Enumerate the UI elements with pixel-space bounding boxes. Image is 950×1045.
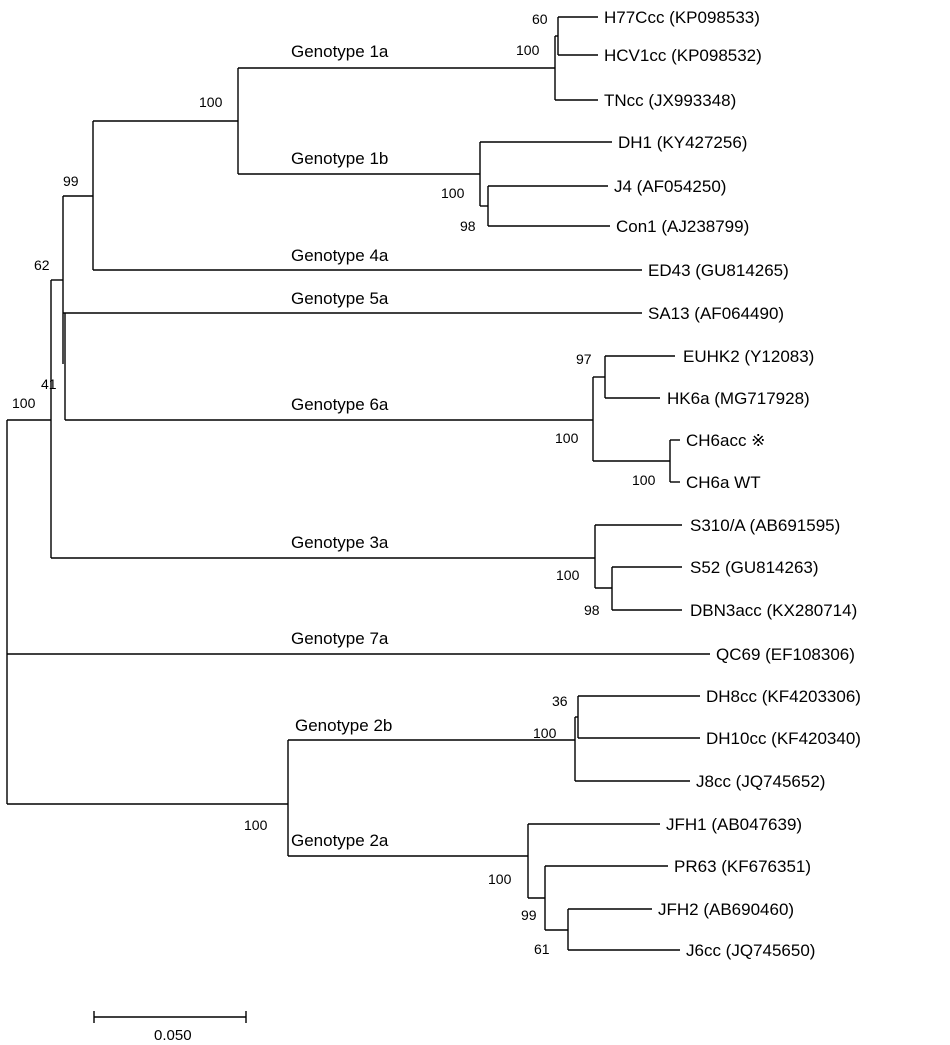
tip-label: DH1 (KY427256) [618, 133, 747, 152]
scale-bar: 0.050 [93, 1011, 247, 1044]
bootstrap-value: 98 [460, 218, 476, 234]
tip-label: PR63 (KF676351) [674, 857, 811, 876]
tip-label: CH6acc ※ [686, 431, 765, 450]
genotype-label: Genotype 4a [291, 246, 389, 265]
bootstrap-value: 100 [12, 395, 36, 411]
tip-label: ED43 (GU814265) [648, 261, 789, 280]
tip-label: DH10cc (KF420340) [706, 729, 861, 748]
tip-label: QC69 (EF108306) [716, 645, 855, 664]
bootstrap-value: 100 [632, 472, 656, 488]
tip-label: SA13 (AF064490) [648, 304, 784, 323]
bootstrap-value: 61 [534, 941, 550, 957]
tip-label: S310/A (AB691595) [690, 516, 840, 535]
tip-label: DH8cc (KF4203306) [706, 687, 861, 706]
tip-label: J6cc (JQ745650) [686, 941, 815, 960]
bootstrap-value: 100 [555, 430, 579, 446]
tip-label: J8cc (JQ745652) [696, 772, 825, 791]
bootstrap-value: 62 [34, 257, 50, 273]
genotype-label: Genotype 1a [291, 42, 389, 61]
bootstrap-value: 100 [199, 94, 223, 110]
bootstrap-value: 97 [576, 351, 592, 367]
genotype-label: Genotype 2b [295, 716, 392, 735]
genotype-label: Genotype 5a [291, 289, 389, 308]
tip-label: Con1 (AJ238799) [616, 217, 749, 236]
bootstrap-value: 41 [41, 376, 57, 392]
tip-label: J4 (AF054250) [614, 177, 726, 196]
bootstrap-value: 100 [516, 42, 540, 58]
bootstrap-value: 99 [521, 907, 537, 923]
tip-label: EUHK2 (Y12083) [683, 347, 814, 366]
tip-label: JFH2 (AB690460) [658, 900, 794, 919]
genotype-labels: Genotype 1a Genotype 1b Genotype 4a Geno… [291, 42, 392, 850]
branches [6, 16, 710, 951]
tip-label: TNcc (JX993348) [604, 91, 736, 110]
tip-label: HCV1cc (KP098532) [604, 46, 762, 65]
tip-labels: H77Ccc (KP098533) HCV1cc (KP098532) TNcc… [604, 8, 861, 960]
tip-label: JFH1 (AB047639) [666, 815, 802, 834]
genotype-label: Genotype 6a [291, 395, 389, 414]
bootstrap-value: 100 [556, 567, 580, 583]
bootstrap-value: 99 [63, 173, 79, 189]
bootstrap-value: 100 [533, 725, 557, 741]
tip-label: DBN3acc (KX280714) [690, 601, 857, 620]
tip-label: CH6a WT [686, 473, 761, 492]
genotype-label: Genotype 2a [291, 831, 389, 850]
bootstrap-value: 100 [488, 871, 512, 887]
tip-label: S52 (GU814263) [690, 558, 819, 577]
bootstrap-values: 60 100 100 100 98 99 62 41 100 97 100 10… [12, 11, 656, 957]
bootstrap-value: 60 [532, 11, 548, 27]
bootstrap-value: 98 [584, 602, 600, 618]
bootstrap-value: 100 [244, 817, 268, 833]
bootstrap-value: 36 [552, 693, 568, 709]
tip-label: HK6a (MG717928) [667, 389, 810, 408]
bootstrap-value: 100 [441, 185, 465, 201]
tip-label: H77Ccc (KP098533) [604, 8, 760, 27]
scale-bar-label: 0.050 [154, 1027, 192, 1044]
genotype-label: Genotype 3a [291, 533, 389, 552]
genotype-label: Genotype 1b [291, 149, 388, 168]
genotype-label: Genotype 7a [291, 629, 389, 648]
